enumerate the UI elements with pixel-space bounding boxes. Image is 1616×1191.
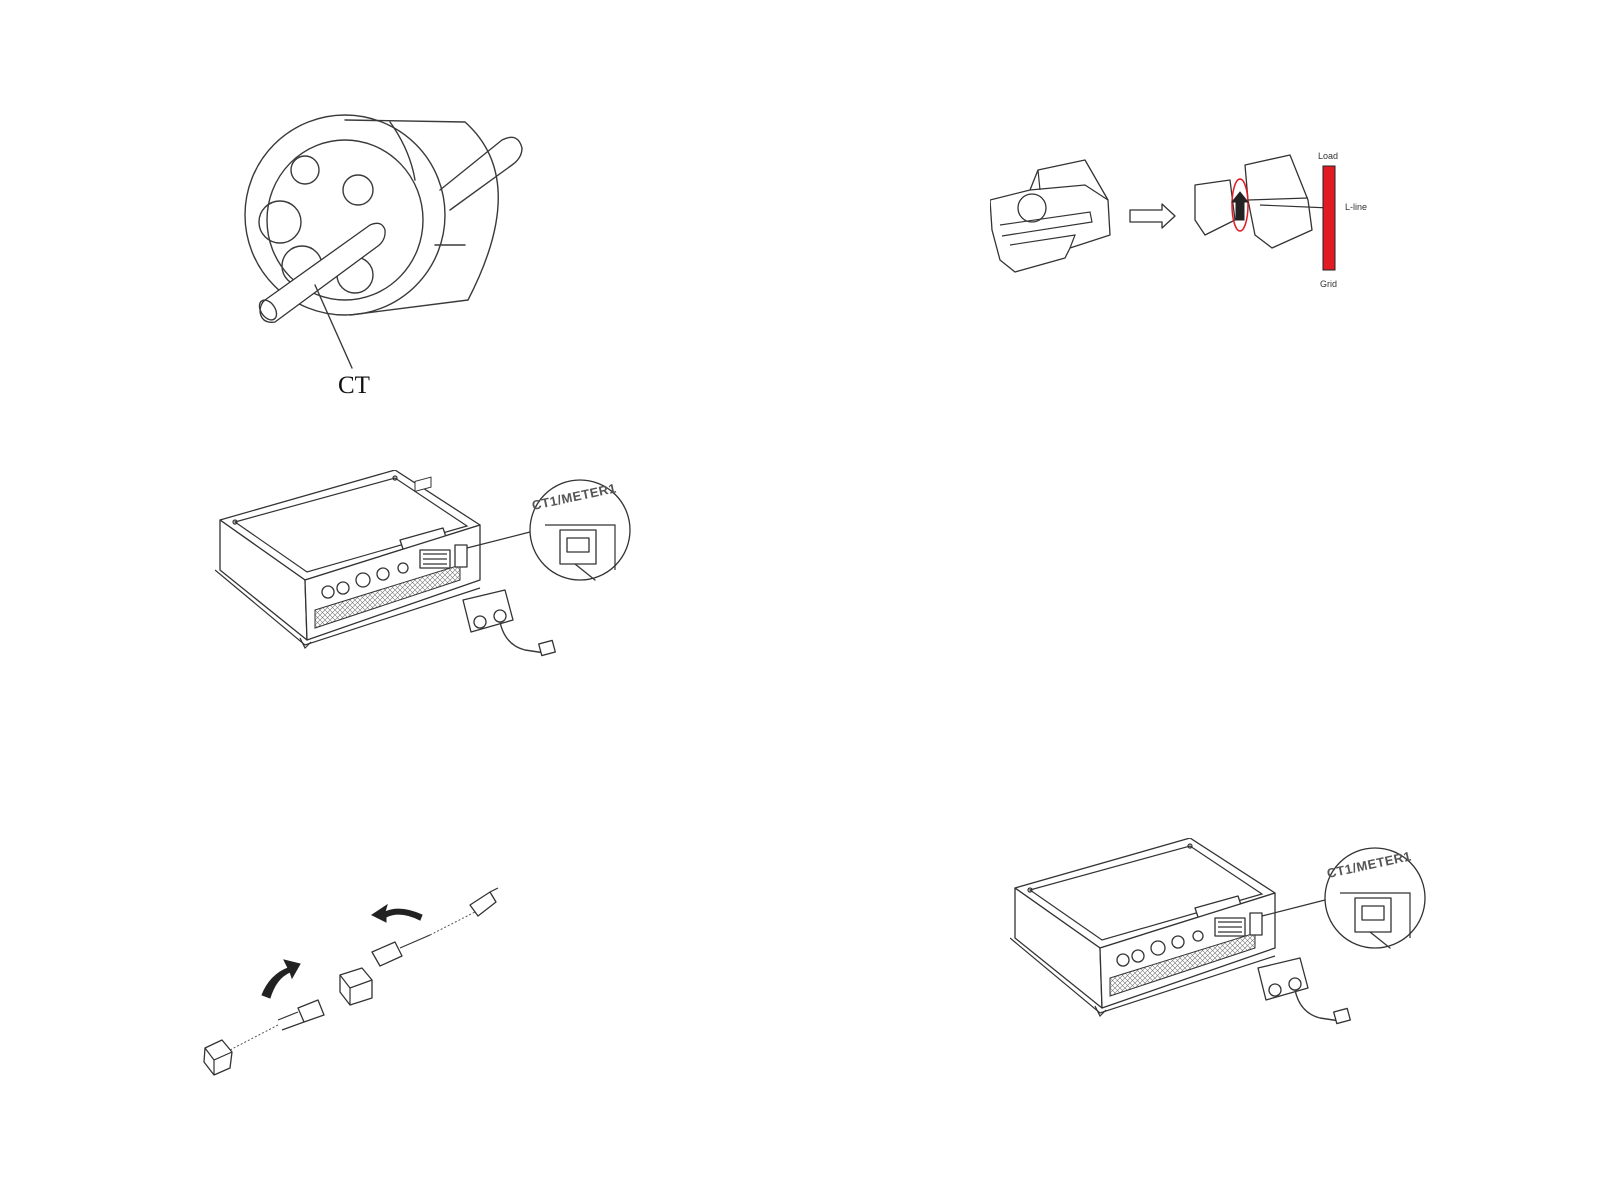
l-line-label: L-line bbox=[1345, 202, 1367, 212]
inverter-top-drawing: CT1/METER1 bbox=[215, 470, 655, 690]
inverter-top-figure: CT1/METER1 bbox=[215, 470, 655, 690]
grid-label: Grid bbox=[1320, 279, 1337, 289]
ct-label: CT bbox=[338, 372, 370, 399]
curved-arrow-icon bbox=[262, 960, 300, 998]
ct-on-cable-figure: CT bbox=[240, 110, 540, 410]
curved-arrow-icon bbox=[372, 905, 422, 922]
l-line-bar bbox=[1323, 166, 1335, 270]
open-ct-clip bbox=[1195, 155, 1330, 248]
inverter-bottom-figure: CT1/METER1 bbox=[1010, 838, 1450, 1058]
right-arrow-icon bbox=[1130, 204, 1175, 228]
cable-connection-drawing bbox=[200, 880, 520, 1080]
cable-connection-figure bbox=[200, 880, 520, 1080]
inverter-bottom-drawing: CT1/METER1 bbox=[1010, 838, 1450, 1058]
ct-clip-drawing: Load L-line Grid bbox=[990, 150, 1410, 310]
closed-ct-clip bbox=[990, 160, 1110, 272]
load-label: Load bbox=[1318, 151, 1338, 161]
ct-on-cable-drawing: CT bbox=[240, 110, 540, 410]
ct-clip-figure: Load L-line Grid bbox=[990, 150, 1410, 310]
